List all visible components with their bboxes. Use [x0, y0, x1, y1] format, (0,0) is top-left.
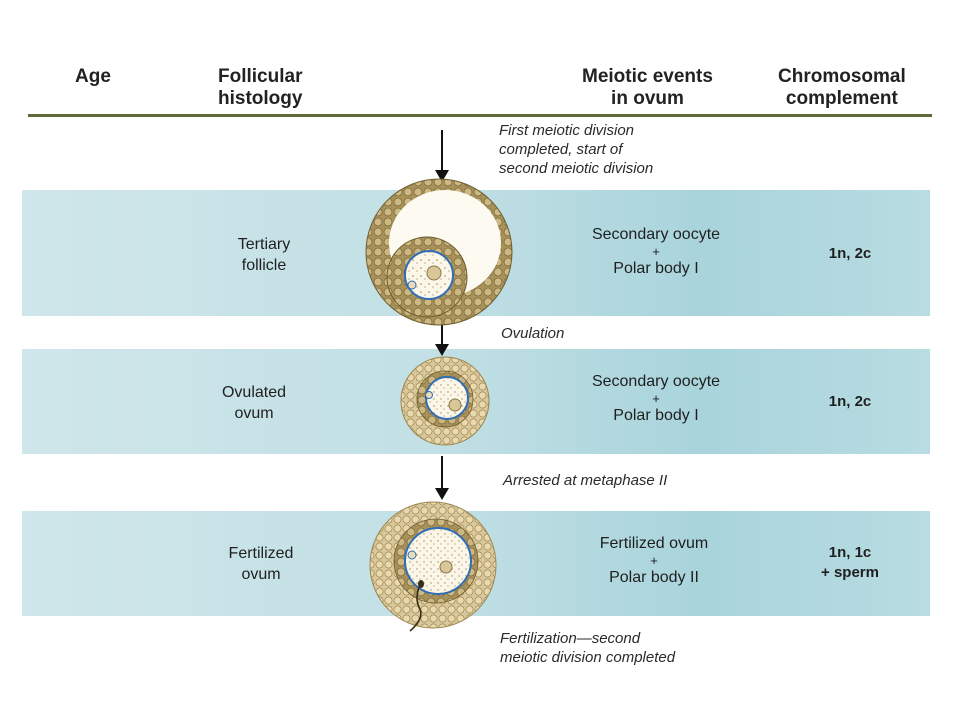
- event-plus: +: [652, 244, 660, 259]
- header-age: Age: [75, 66, 111, 87]
- event-main: Secondary oocyte: [591, 226, 721, 243]
- event-main: Fertilized ovum: [599, 535, 709, 552]
- header-divider: [28, 114, 932, 117]
- header-meiotic-events: Meiotic events in ovum: [582, 66, 713, 109]
- down-arrow-icon: [435, 130, 449, 182]
- event-sub: Polar body I: [613, 260, 699, 277]
- chromosomal-complement-fertilized: 1n, 1c + sperm: [821, 544, 879, 581]
- meiotic-event-tertiary: Secondary oocyte + Polar body I: [566, 224, 746, 279]
- meiotic-event-ovulated: Secondary oocyte + Polar body I: [566, 371, 746, 426]
- tertiary-follicle-illustration: [365, 178, 513, 326]
- histology-label-tertiary: Tertiary follicle: [237, 236, 291, 274]
- sperm-head: [418, 580, 424, 588]
- histology-label-fertilized: Fertilized ovum: [228, 545, 294, 583]
- header-follicular-histology: Follicular histology: [218, 66, 303, 109]
- meiotic-event-fertilized: Fertilized ovum + Polar body II: [564, 533, 744, 588]
- histology-label-ovulated: Ovulated ovum: [221, 384, 287, 422]
- down-arrow-icon: [435, 456, 449, 500]
- ovulated-ovum-illustration: [400, 356, 490, 446]
- note-arrested-metaphase: Arrested at metaphase II: [503, 472, 668, 489]
- down-arrow-icon: [435, 322, 449, 356]
- event-sub: Polar body II: [609, 569, 699, 586]
- event-main: Secondary oocyte: [591, 373, 721, 390]
- event-sub: Polar body I: [613, 407, 699, 424]
- chromosomal-complement-tertiary: 1n, 2c: [828, 245, 872, 262]
- fertilized-ovum-illustration: [369, 501, 497, 632]
- note-first-meiotic-division: First meiotic division completed, start …: [499, 122, 654, 177]
- chromosomal-complement-ovulated: 1n, 2c: [828, 393, 872, 410]
- note-ovulation: Ovulation: [501, 325, 565, 342]
- header-chromosomal-complement: Chromosomal complement: [778, 66, 906, 109]
- event-plus: +: [652, 391, 660, 406]
- event-plus: +: [650, 553, 658, 568]
- sperm-tail: [409, 584, 422, 632]
- note-fertilization: Fertilization—second meiotic division co…: [500, 630, 676, 666]
